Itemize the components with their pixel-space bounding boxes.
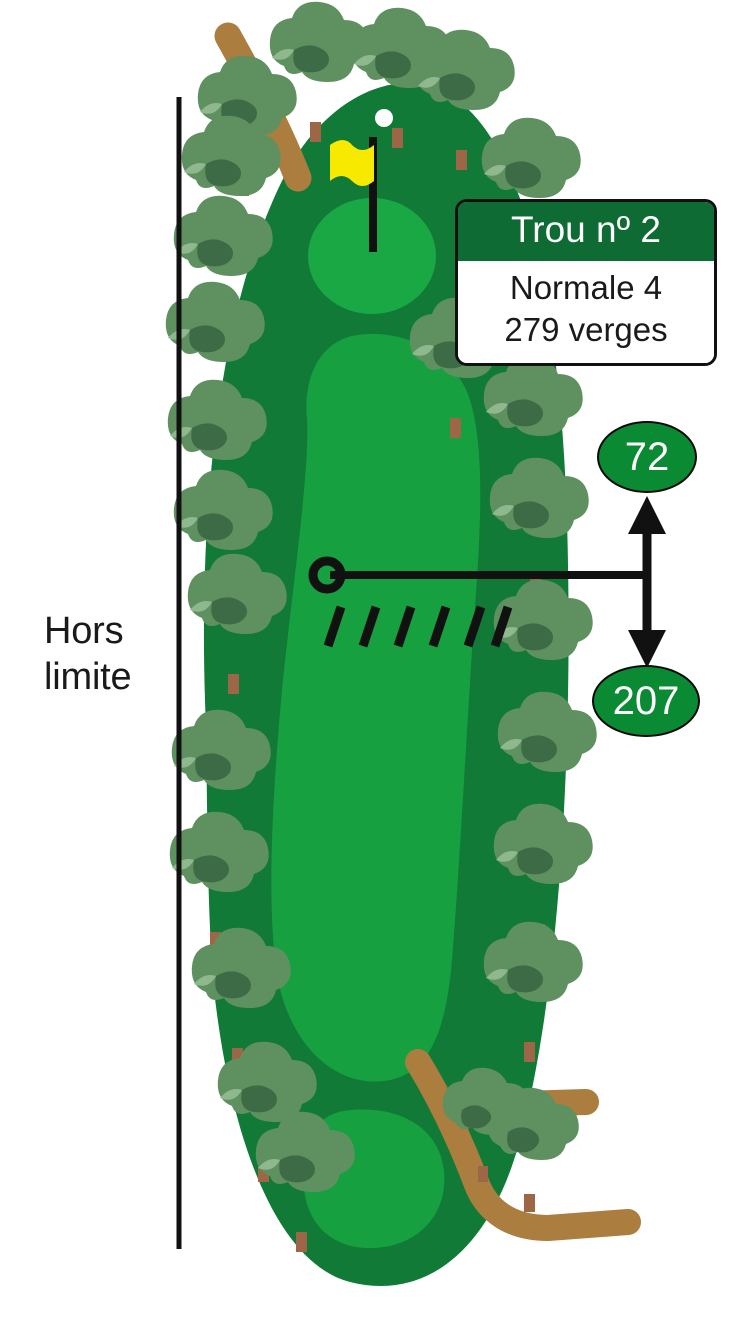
arrow-down-icon [628, 630, 666, 668]
tee-hash-marks [323, 605, 513, 648]
out-of-bounds-label-line1: Hors [44, 610, 124, 652]
out-of-bounds-label: Hors limite [44, 608, 184, 700]
flag-icon [330, 140, 374, 186]
yardage-marker-near: 72 [597, 421, 697, 493]
hole-number-header: Trou nº 2 [458, 202, 714, 261]
hole-info-body: Normale 4 279 verges [458, 261, 714, 363]
tree-line-right [409, 117, 597, 1212]
tee-position-marker [308, 556, 346, 594]
hole-par-label: Normale 4 [509, 269, 663, 306]
tree-line-left [165, 55, 355, 1252]
out-of-bounds-label-line2: limite [44, 656, 132, 698]
hole-distance-label: 279 verges [504, 311, 668, 348]
putting-green [308, 198, 436, 314]
fairway [271, 333, 481, 1082]
measurement-overlay [308, 496, 666, 668]
yardage-marker-far: 207 [592, 665, 700, 737]
flagstick [330, 137, 377, 252]
tree-line-top [269, 1, 515, 170]
arrow-up-icon [628, 496, 666, 534]
hole-info-card: Trou nº 2 Normale 4 279 verges [455, 199, 717, 366]
